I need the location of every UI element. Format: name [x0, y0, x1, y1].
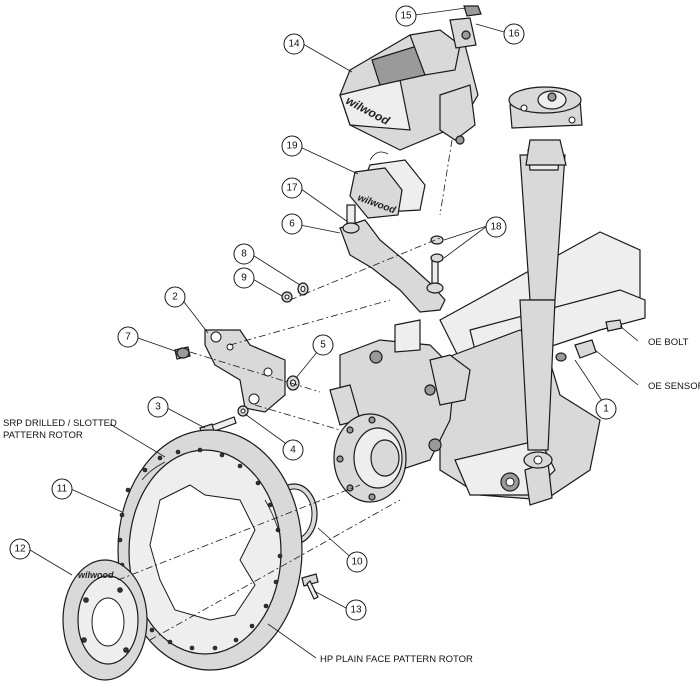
callout-19-number: 19 [286, 141, 298, 152]
callout-6: 6 [281, 213, 303, 235]
callout-9-number: 9 [241, 273, 247, 284]
callout-8: 8 [233, 243, 255, 265]
leader-lines [29, 7, 639, 659]
callout-2: 2 [164, 286, 186, 308]
callout-3: 3 [147, 396, 169, 418]
callout-14: 14 [283, 33, 305, 55]
hat-logo: wilwood [78, 570, 114, 580]
assembly-centerlines [117, 139, 453, 641]
bolt-13 [301, 573, 319, 600]
label-srp-rotor-line2: PATTERN ROTOR [3, 430, 83, 441]
callout-10-number: 10 [351, 557, 363, 568]
callout-16-number: 16 [508, 29, 520, 40]
oe-bolt [605, 319, 623, 332]
callout-17-number: 17 [286, 183, 298, 194]
callout-4-number: 4 [290, 445, 296, 456]
mounting-bracket [204, 329, 286, 413]
label-oe-bolt: OE BOLT [648, 337, 689, 348]
washer-5 [286, 375, 300, 391]
callout-19: 19 [281, 135, 303, 157]
callout-11: 11 [51, 478, 73, 500]
callout-2-number: 2 [172, 292, 178, 303]
callout-1: 1 [595, 398, 617, 420]
oe-sensor [555, 339, 597, 362]
callout-8-number: 8 [241, 249, 247, 260]
callout-18: 18 [485, 216, 507, 238]
callout-15-number: 15 [400, 11, 412, 22]
washer-4 [237, 405, 249, 417]
nut-15 [463, 5, 482, 17]
callout-18-number: 18 [490, 222, 502, 233]
rotor [117, 429, 303, 671]
callout-12: 12 [9, 538, 31, 560]
callout-10: 10 [346, 551, 368, 573]
callout-11-number: 11 [57, 484, 68, 495]
label-hp-rotor: HP PLAIN FACE PATTERN ROTOR [320, 654, 473, 665]
callout-13-number: 13 [350, 605, 362, 616]
callout-7-number: 7 [125, 332, 131, 343]
callout-14-number: 14 [288, 39, 300, 50]
callout-15: 15 [395, 5, 417, 27]
callout-6-number: 6 [289, 219, 295, 230]
shock-absorber [508, 86, 583, 469]
callout-5: 5 [312, 334, 334, 356]
caliper-bracket [339, 204, 446, 313]
hub [333, 413, 407, 503]
label-oe-sensor: OE SENSOR [648, 381, 700, 392]
callout-5-number: 5 [320, 340, 326, 351]
washer-8 [297, 282, 309, 296]
shims-18 [430, 235, 444, 263]
caliper: wilwood [339, 17, 479, 151]
callout-13: 13 [345, 599, 367, 621]
callout-3-number: 3 [155, 402, 161, 413]
callout-1-number: 1 [603, 404, 609, 415]
label-srp-rotor-line1: SRP DRILLED / SLOTTED [3, 418, 117, 429]
callout-12-number: 12 [14, 544, 26, 555]
callout-17: 17 [281, 177, 303, 199]
rotor-hat: wilwood [62, 559, 148, 681]
callout-16: 16 [503, 23, 525, 45]
callout-7: 7 [117, 326, 139, 348]
washer-9 [281, 291, 293, 303]
brake-pads: wilwood [349, 151, 426, 219]
bolt-7 [174, 346, 191, 360]
callout-4: 4 [282, 439, 304, 461]
callout-9: 9 [233, 267, 255, 289]
